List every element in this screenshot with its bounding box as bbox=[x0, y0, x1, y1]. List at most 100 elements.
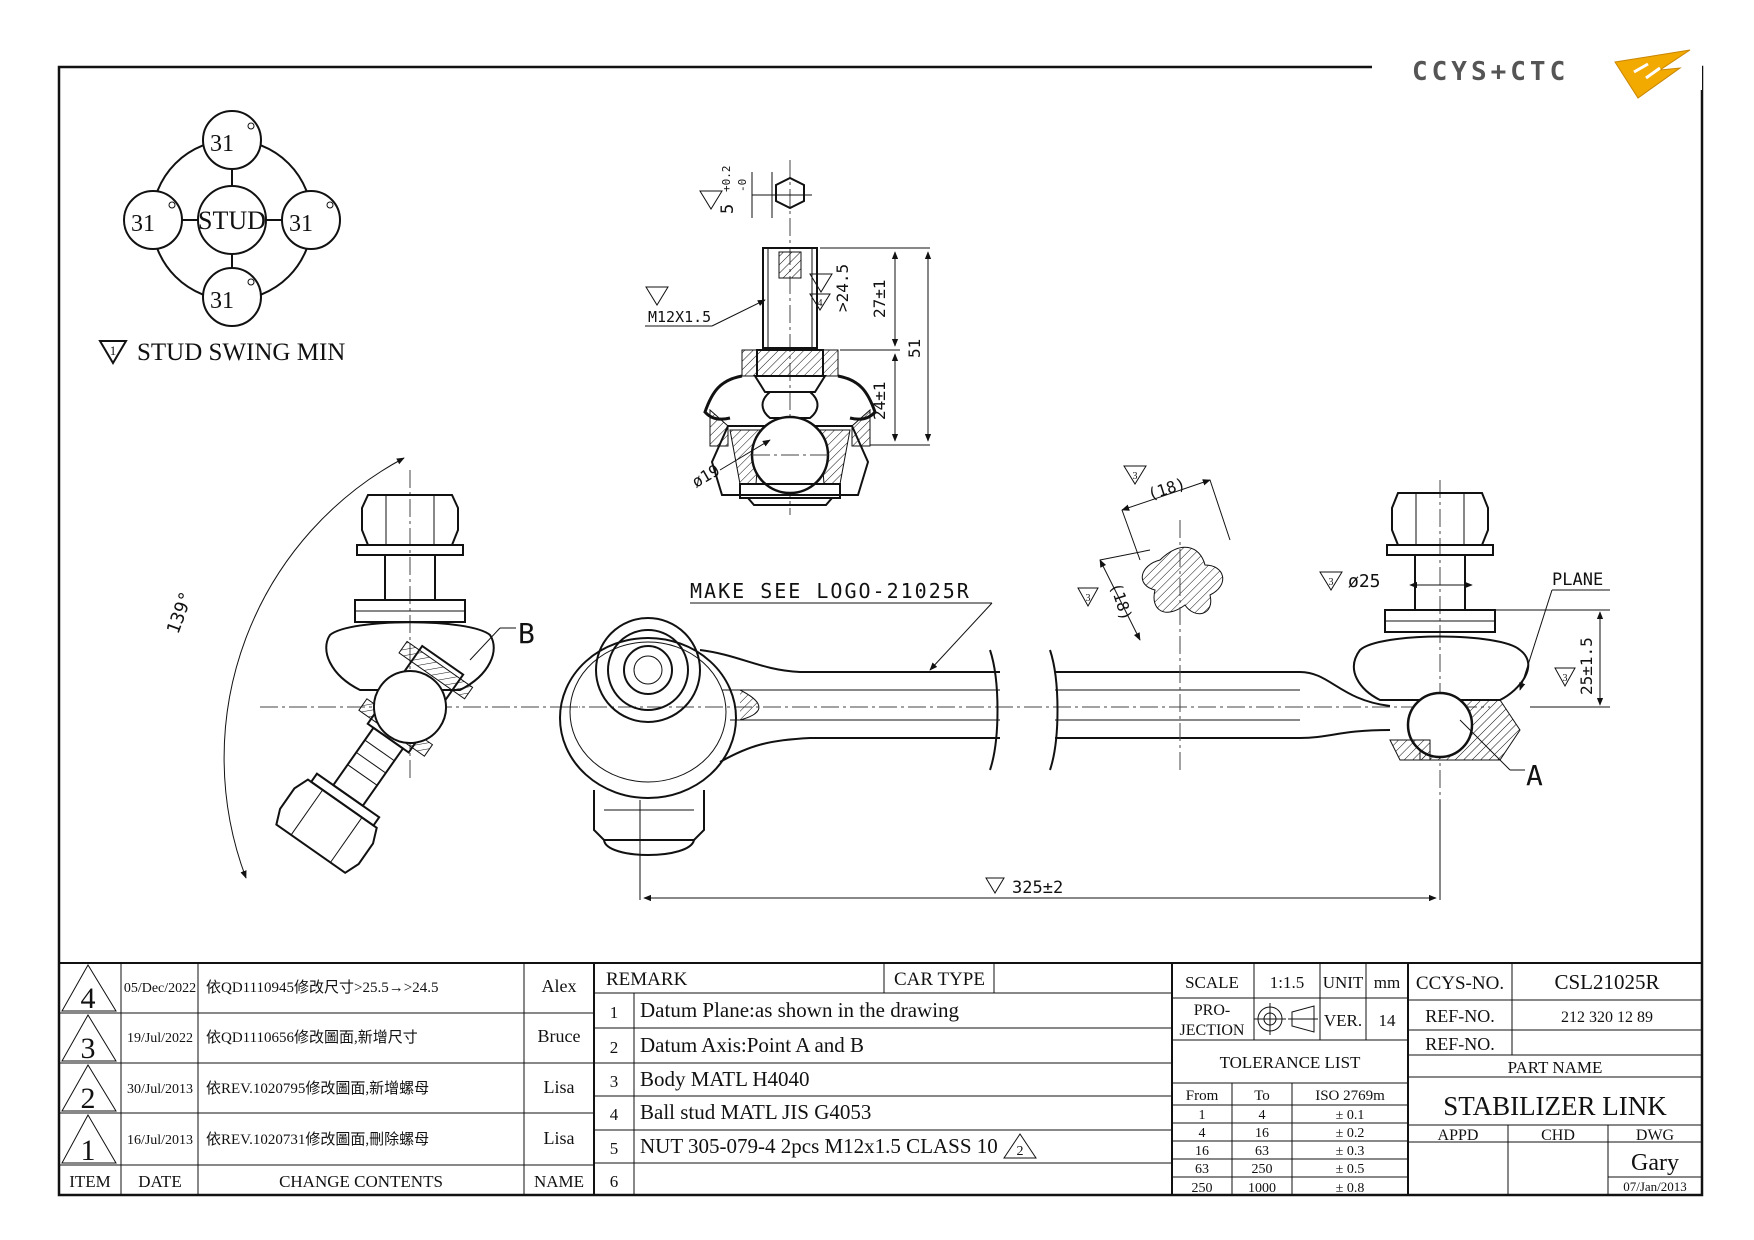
hex-dim: 5 bbox=[718, 204, 738, 214]
ver-value: 14 bbox=[1379, 1011, 1397, 1030]
tol-to: 1000 bbox=[1248, 1181, 1276, 1196]
rev-row-1: 1 16/Jul/2013 依REV.1020731修改圖面,刪除螺母 Lisa bbox=[81, 1128, 575, 1167]
part-name-label: PART NAME bbox=[1508, 1058, 1603, 1077]
remarks-table: REMARK CAR TYPE 1 Datum Plane:as shown i… bbox=[593, 963, 1172, 1195]
tol-to-header: To bbox=[1254, 1088, 1270, 1104]
tol-to: 16 bbox=[1255, 1126, 1269, 1141]
rev-item: 4 bbox=[81, 982, 96, 1015]
ver-label: VER. bbox=[1324, 1011, 1362, 1030]
rev-row-4: 4 05/Dec/2022 依QD1110945修改尺寸>25.5→>24.5 … bbox=[81, 976, 577, 1015]
total-length-dim: 325±2 bbox=[1012, 878, 1063, 898]
rev-header-date: DATE bbox=[138, 1172, 181, 1191]
title-block: 4 05/Dec/2022 依QD1110945修改尺寸>25.5→>24.5 … bbox=[59, 962, 1702, 1196]
rev-item: 3 bbox=[81, 1032, 96, 1065]
tolerance-title: TOLERANCE LIST bbox=[1220, 1053, 1361, 1072]
remark-num: 3 bbox=[610, 1072, 619, 1091]
ball-stud-section: 5 +0.2 -0 M12X1.5 bbox=[645, 160, 932, 515]
rev-content: 依REV.1020731修改圖面,刪除螺母 bbox=[206, 1131, 429, 1148]
tol-from-header: From bbox=[1186, 1088, 1219, 1104]
chd-label: CHD bbox=[1541, 1127, 1575, 1144]
len-27-dim: 27±1 bbox=[870, 279, 889, 318]
revision-table: 4 05/Dec/2022 依QD1110945修改尺寸>25.5→>24.5 … bbox=[59, 963, 595, 1195]
rev-content: 依QD1110945修改尺寸>25.5→>24.5 bbox=[206, 979, 438, 996]
stud-swing-diagram: STUD 31 31 31 31 1 STUD SWING MIN bbox=[98, 110, 345, 366]
drawn-by: Gary bbox=[1631, 1150, 1679, 1176]
datum-plane-label: PLANE bbox=[1552, 570, 1603, 590]
logo-text: CCYS+CTC bbox=[1412, 57, 1569, 87]
projection-label-2: JECTION bbox=[1180, 1022, 1245, 1039]
len-24-dim: 24±1 bbox=[870, 381, 889, 420]
tol-from: 1 bbox=[1199, 1108, 1206, 1123]
ref-label-1: REF-NO. bbox=[1425, 1006, 1495, 1026]
rev-mark-side: 3 bbox=[1086, 593, 1091, 604]
rev-mark-dia: 3 bbox=[1329, 577, 1334, 588]
hex-tol-plus: +0.2 bbox=[720, 166, 733, 193]
rev-mark-nut: 2 bbox=[1017, 1144, 1024, 1159]
remark-text: NUT 305-079-4 2pcs M12x1.5 CLASS 10 bbox=[640, 1134, 998, 1158]
tol-value: ± 0.3 bbox=[1336, 1144, 1365, 1159]
thread-spec: M12X1.5 bbox=[648, 308, 711, 326]
ccys-label: CCYS-NO. bbox=[1416, 973, 1504, 994]
swing-legend-symbol: 1 bbox=[110, 343, 117, 358]
scale-label: SCALE bbox=[1185, 973, 1239, 992]
projection-symbol-icon bbox=[1254, 1003, 1318, 1035]
rev-content: 依REV.1020795修改圖面,新增螺母 bbox=[206, 1080, 429, 1097]
ccys-number: CSL21025R bbox=[1554, 970, 1659, 994]
tol-to: 63 bbox=[1255, 1144, 1269, 1159]
tol-value: ± 0.5 bbox=[1336, 1162, 1365, 1177]
rev-item: 1 bbox=[81, 1134, 96, 1167]
point-a-label: A bbox=[1526, 759, 1543, 792]
tol-from: 250 bbox=[1192, 1181, 1213, 1196]
tol-from: 4 bbox=[1199, 1126, 1206, 1141]
left-stud-swing-view: 139° B bbox=[163, 457, 580, 879]
scale-value: 1:1.5 bbox=[1270, 973, 1304, 992]
cross-section: (18) 3 (18) 3 bbox=[1077, 465, 1231, 770]
rev-date: 05/Dec/2022 bbox=[124, 981, 196, 996]
rev-content: 依QD1110656修改圖面,新增尺寸 bbox=[206, 1029, 418, 1046]
rev-name: Alex bbox=[542, 976, 577, 996]
tol-to: 4 bbox=[1259, 1108, 1266, 1123]
cross-dim-side: (18) bbox=[1106, 580, 1136, 623]
remark-num: 5 bbox=[610, 1139, 619, 1158]
remark-num: 6 bbox=[610, 1172, 619, 1191]
unit-label: UNIT bbox=[1323, 973, 1364, 992]
remark-num: 4 bbox=[610, 1105, 619, 1124]
remark-text: Datum Axis:Point A and B bbox=[640, 1033, 864, 1057]
len-top-dim: >24.5 bbox=[833, 264, 852, 312]
drawing-frame bbox=[57, 65, 1704, 1197]
drawing-date: 07/Jan/2013 bbox=[1623, 1179, 1687, 1194]
len-51-dim: 51 bbox=[905, 339, 924, 358]
company-logo: CCYS+CTC bbox=[1412, 49, 1691, 99]
height-25-dim: 25±1.5 bbox=[1577, 637, 1596, 695]
remark-num: 2 bbox=[610, 1038, 619, 1057]
tol-value: ± 0.8 bbox=[1336, 1181, 1365, 1196]
ball-diameter: ø19 bbox=[689, 461, 724, 492]
tol-from: 63 bbox=[1195, 1162, 1209, 1177]
rev-name: Lisa bbox=[544, 1077, 575, 1097]
remark-text: Ball stud MATL JIS G4053 bbox=[640, 1100, 871, 1124]
rev-mark-top: 3 bbox=[1133, 471, 1138, 482]
link-body-view: MAKE SEE LOGO-21025R (18) 3 (18) 3 bbox=[559, 465, 1610, 902]
rev-mark-height: 3 bbox=[1563, 673, 1568, 684]
swing-left-value: 31 bbox=[131, 211, 155, 237]
tol-value: ± 0.2 bbox=[1336, 1126, 1365, 1141]
cross-dim-top: (18) bbox=[1145, 474, 1188, 504]
rev-row-2: 2 30/Jul/2013 依REV.1020795修改圖面,新增螺母 Lisa bbox=[81, 1077, 575, 1115]
remark-text: Body MATL H4040 bbox=[640, 1067, 810, 1091]
swing-angle-dim: 139° bbox=[163, 589, 198, 637]
remark-text: Datum Plane:as shown in the drawing bbox=[640, 998, 960, 1022]
rev-header-content: CHANGE CONTENTS bbox=[279, 1172, 443, 1191]
swing-center-label: STUD bbox=[198, 206, 266, 235]
appd-label: APPD bbox=[1438, 1127, 1479, 1144]
rev-header-name: NAME bbox=[534, 1172, 584, 1191]
tol-std-header: ISO 2769m bbox=[1315, 1088, 1385, 1104]
rev-item: 2 bbox=[81, 1082, 96, 1115]
rev-row-3: 3 19/Jul/2022 依QD1110656修改圖面,新增尺寸 Bruce bbox=[81, 1026, 581, 1065]
car-type-header: CAR TYPE bbox=[894, 969, 985, 990]
hex-tol-minus: -0 bbox=[736, 179, 749, 192]
point-b-label: B bbox=[518, 617, 535, 650]
swing-right-value: 31 bbox=[289, 211, 313, 237]
rev-name: Lisa bbox=[544, 1128, 575, 1148]
rev-date: 30/Jul/2013 bbox=[127, 1082, 193, 1097]
